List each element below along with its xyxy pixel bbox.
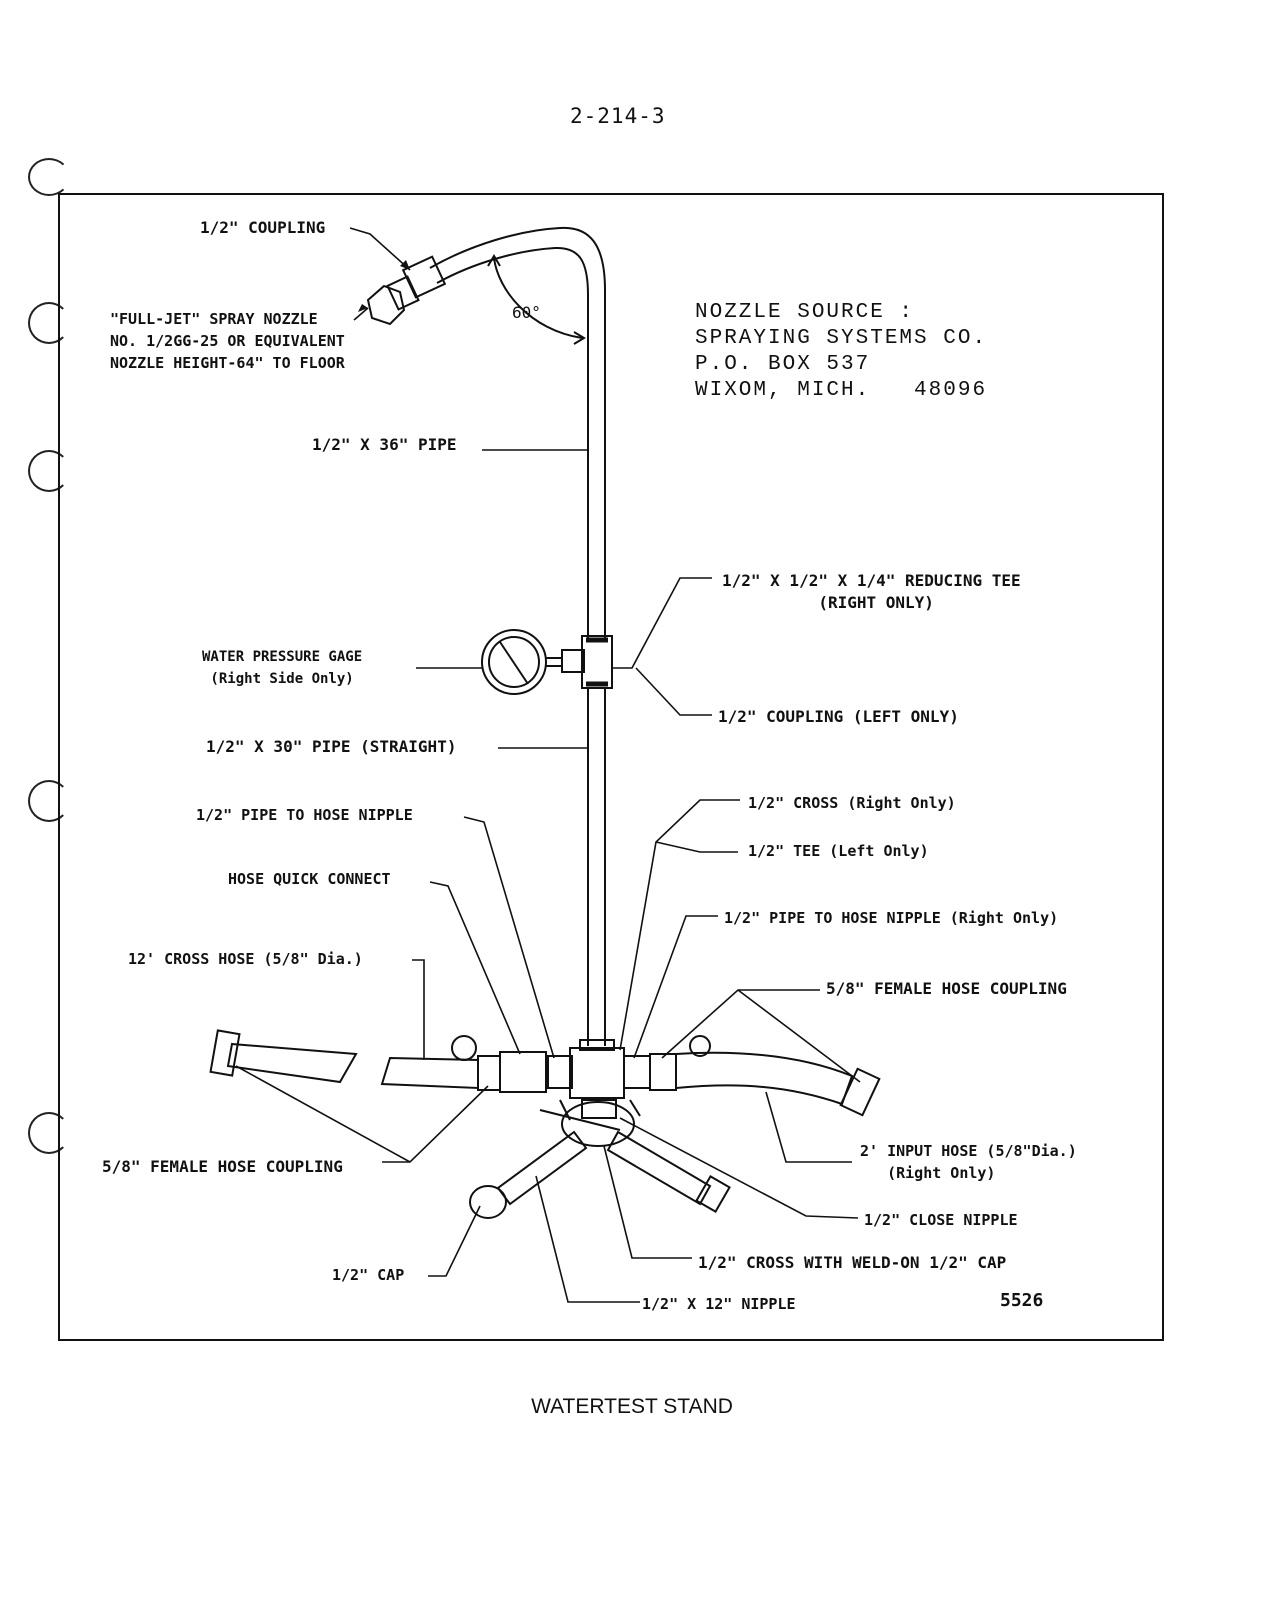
curved-pipe-inner bbox=[436, 246, 589, 640]
top-coupling bbox=[401, 255, 447, 299]
drawing-frame bbox=[58, 193, 1164, 1341]
bottom-cross bbox=[561, 1101, 635, 1147]
callout-spray-nozzle: "FULL-JET" SPRAY NOZZLE NO. 1/2GG-25 OR … bbox=[110, 310, 345, 372]
binder-hole bbox=[28, 450, 70, 492]
quick-connect bbox=[499, 1051, 547, 1093]
leader-coupling-left bbox=[635, 667, 712, 716]
nipple-left bbox=[496, 1130, 588, 1206]
nozzle-source-line-1: NOZZLE SOURCE : bbox=[695, 301, 915, 324]
callout-female-coupling-right: 5/8" FEMALE HOSE COUPLING bbox=[826, 979, 1067, 998]
nozzle-source-line-4: WIXOM, MICH. 48096 bbox=[695, 379, 988, 402]
leader-female-coupling-right bbox=[661, 989, 820, 1059]
callout-input-hose: 2' INPUT HOSE (5/8"Dia.) (Right Only) bbox=[860, 1142, 1077, 1182]
callout-cross-right: 1/2" CROSS (Right Only) bbox=[748, 794, 956, 812]
leader-nipple-12 bbox=[535, 1175, 640, 1303]
leader-close-nipple bbox=[619, 1117, 859, 1219]
callout-coupling-top: 1/2" COUPLING bbox=[200, 218, 326, 237]
angle-arc bbox=[493, 257, 583, 339]
page-number: 2-214-3 bbox=[570, 104, 666, 128]
leader-tee-left bbox=[655, 841, 738, 853]
callout-pipe-36: 1/2" X 36" PIPE bbox=[312, 435, 457, 454]
nozzle-source-line-3: P.O. BOX 537 bbox=[695, 353, 871, 376]
binder-hole bbox=[28, 302, 70, 344]
leader-spray-nozzle bbox=[353, 307, 369, 321]
leader-input-hose bbox=[765, 1091, 852, 1163]
leader-quick-connect bbox=[429, 881, 521, 1055]
callout-quick-connect: HOSE QUICK CONNECT bbox=[228, 870, 391, 888]
leader-pipe-hose-nipple-left bbox=[463, 816, 555, 1059]
leader-pipe-hose-nipple-right bbox=[633, 915, 718, 1059]
callout-cross-weld-cap: 1/2" CROSS WITH WELD-ON 1/2" CAP bbox=[698, 1253, 1007, 1272]
pressure-gage bbox=[481, 629, 547, 695]
right-input-hose bbox=[675, 1051, 854, 1106]
callout-tee-left: 1/2" TEE (Left Only) bbox=[748, 842, 929, 860]
binder-hole bbox=[28, 158, 70, 196]
callout-pipe-hose-nipple-right: 1/2" PIPE TO HOSE NIPPLE (Right Only) bbox=[724, 909, 1059, 927]
callout-pipe-30: 1/2" X 30" PIPE (STRAIGHT) bbox=[206, 737, 457, 756]
callout-pipe-hose-nipple-left: 1/2" PIPE TO HOSE NIPPLE bbox=[196, 806, 413, 824]
leader-cross-weld-cap bbox=[603, 1145, 692, 1259]
left-hose-end bbox=[226, 1042, 358, 1084]
curved-pipe bbox=[429, 226, 606, 640]
center-cross bbox=[569, 1047, 625, 1099]
callout-nipple-12: 1/2" X 12" NIPPLE bbox=[642, 1295, 796, 1313]
callout-close-nipple: 1/2" CLOSE NIPPLE bbox=[864, 1211, 1018, 1229]
leader-female-coupling-left bbox=[382, 1085, 489, 1163]
drawing-number: 5526 bbox=[1000, 1290, 1044, 1311]
cap-left bbox=[469, 1185, 507, 1219]
leader-cross-hose bbox=[412, 959, 425, 1060]
binder-hole bbox=[28, 780, 70, 822]
nozzle-source-line-2: SPRAYING SYSTEMS CO. bbox=[695, 327, 988, 350]
callout-cap: 1/2" CAP bbox=[332, 1266, 405, 1284]
callout-pressure-gage: WATER PRESSURE GAGE (Right Side Only) bbox=[202, 649, 363, 687]
reducing-tee bbox=[581, 635, 613, 689]
left-cross-hose bbox=[380, 1056, 479, 1090]
callout-female-coupling-left: 5/8" FEMALE HOSE COUPLING bbox=[102, 1157, 343, 1176]
leader-coupling-top bbox=[349, 227, 411, 271]
leader-cap bbox=[428, 1205, 481, 1277]
binder-hole bbox=[28, 1112, 70, 1154]
angle-label: 60° bbox=[512, 303, 541, 322]
callout-coupling-left: 1/2" COUPLING (LEFT ONLY) bbox=[718, 707, 959, 726]
leader-cross-tee bbox=[619, 799, 740, 1051]
nipple-right bbox=[606, 1130, 712, 1206]
leader-reducing-tee bbox=[612, 577, 712, 669]
spray-nozzle bbox=[366, 284, 406, 326]
figure-caption: WATERTEST STAND bbox=[531, 1395, 733, 1418]
callout-cross-hose: 12' CROSS HOSE (5/8" Dia.) bbox=[128, 950, 363, 968]
callout-reducing-tee: 1/2" X 1/2" X 1/4" REDUCING TEE (RIGHT O… bbox=[722, 571, 1021, 612]
